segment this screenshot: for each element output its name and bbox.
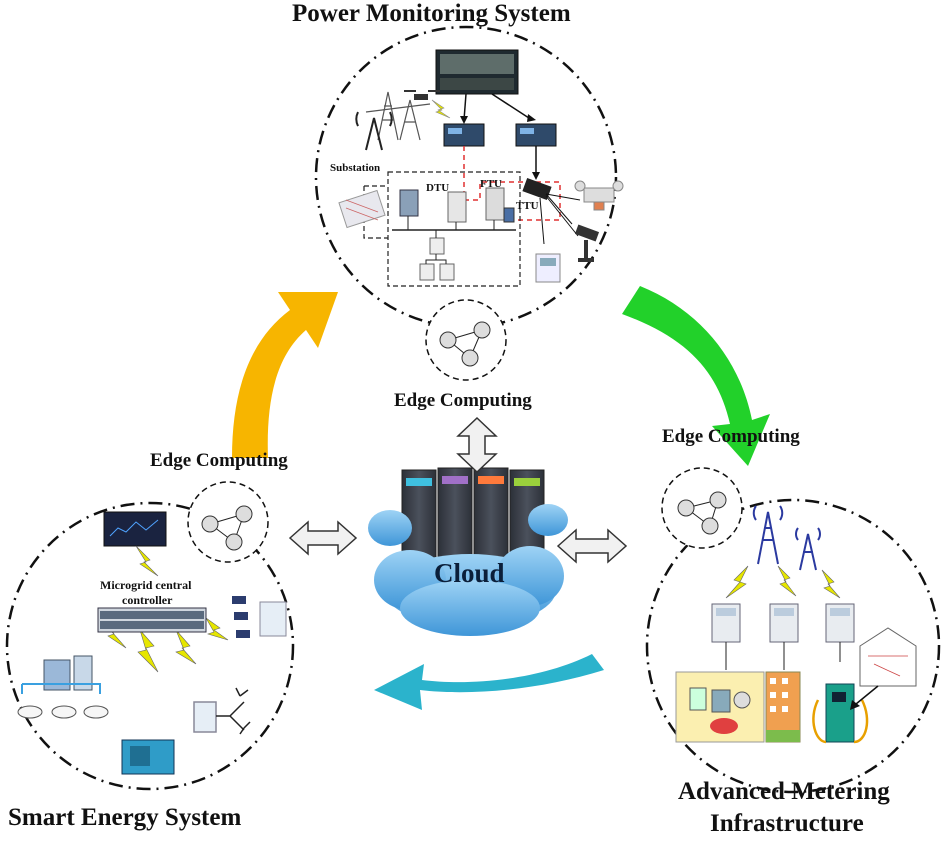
- lightning-icon-4: [175, 629, 197, 665]
- drone-icon-right: [574, 180, 624, 211]
- edge-computing-label-left: Edge Computing: [150, 450, 288, 471]
- gateway-device-right: [515, 123, 557, 147]
- edge-computing-label-right: Edge Computing: [662, 426, 800, 447]
- dtu-label: DTU: [426, 182, 450, 194]
- cell-tower-icon-2: [795, 527, 821, 571]
- substation-box: [387, 171, 521, 287]
- microgrid-controller-label-2: controller: [122, 593, 173, 607]
- bottom-meter-left: [419, 263, 435, 281]
- lightning-icon-1: [135, 545, 159, 577]
- bottom-meter-right: [439, 263, 455, 281]
- blue-flow-arrow: [374, 654, 604, 710]
- solar-panels-icon: [232, 596, 287, 638]
- home-appliances-icon: [675, 671, 765, 743]
- cell-tower-icon-1: [752, 505, 784, 565]
- server-rack-2: [437, 467, 473, 569]
- lightning-icon-top: [431, 99, 451, 119]
- lightning-icon-ami-3: [821, 569, 841, 599]
- ftu-label: FTU: [480, 178, 502, 190]
- network-switch: [522, 177, 552, 201]
- smart-energy-circle: [5, 501, 295, 791]
- edge-node-left: [187, 481, 269, 563]
- cloud-server-cluster: [368, 467, 568, 636]
- transformer-icon: [399, 189, 419, 217]
- smart-energy-contents: [17, 511, 287, 775]
- edge-node-right: [661, 467, 743, 549]
- diesel-generator-icon: [121, 739, 175, 775]
- double-arrow-cloud-right: [556, 528, 628, 564]
- electric-car-icon: [17, 705, 109, 719]
- edge-computing-label-top: Edge Computing: [394, 390, 532, 411]
- ami-circle: [645, 498, 941, 794]
- microgrid-controller-label-1: Microgrid central: [100, 578, 192, 592]
- smart-meter-3: [825, 603, 855, 643]
- drone-icon-top: [404, 90, 440, 100]
- lightning-icon-ami-1: [725, 565, 749, 599]
- double-arrow-cloud-left: [288, 520, 358, 556]
- house-wiring-icon: [859, 627, 917, 687]
- building-icon: [765, 671, 801, 743]
- substation-label: Substation: [330, 162, 381, 174]
- ttu-label: TTU: [516, 200, 539, 212]
- ami-title-line1: Advanced Metering: [678, 778, 890, 805]
- double-arrow-cloud-top: [456, 416, 498, 474]
- gateway-device-left: [443, 123, 485, 147]
- ttu-device: [503, 207, 515, 223]
- camera-icon: [574, 224, 600, 262]
- edge-node-top: [425, 299, 507, 381]
- smart-meter-1: [711, 603, 741, 643]
- power-monitoring-title: Power Monitoring System: [292, 0, 571, 27]
- antenna-icon: [355, 111, 393, 151]
- lightning-icon-3: [137, 629, 159, 673]
- ev-charger-icon: [812, 683, 869, 744]
- smart-meter-2: [769, 603, 799, 643]
- cloud-shape: [368, 504, 568, 636]
- power-monitoring-contents: [338, 49, 624, 287]
- smart-energy-title: Smart Energy System: [8, 804, 242, 831]
- ev-charging-station-icon: [21, 655, 101, 694]
- ami-contents: [675, 505, 917, 744]
- ftu-device: [485, 187, 505, 221]
- substation-equipment-icon: [338, 189, 386, 229]
- energy-dashboard-screen: [103, 511, 167, 547]
- ami-title-line2: Infrastructure: [710, 810, 864, 837]
- lightning-icon-5: [205, 617, 229, 641]
- green-flow-arrow: [622, 286, 770, 466]
- cloud-label: Cloud: [434, 558, 505, 588]
- lightning-icon-ami-2: [777, 565, 797, 597]
- yellow-flow-arrow: [232, 292, 338, 458]
- server-rack-3: [473, 467, 509, 569]
- dtu-device: [447, 191, 467, 223]
- wind-turbines-icon: [193, 687, 251, 735]
